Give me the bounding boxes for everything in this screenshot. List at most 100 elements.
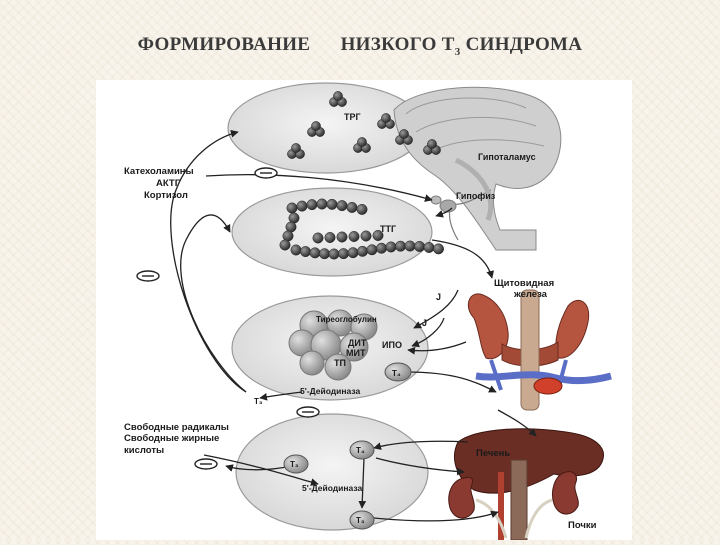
ttg-bead (286, 202, 298, 214)
hormone-badges (283, 362, 412, 530)
title-part-3: СИНДРОМА (460, 34, 583, 55)
ttg-bead (357, 245, 368, 257)
arrow-t4-to-liver (375, 457, 465, 476)
inhibition-markers (136, 167, 320, 470)
ttg-bead (316, 198, 328, 210)
label-hypophysis: Гипофиз (456, 191, 496, 201)
label-cortisol: Кортизол (144, 190, 188, 201)
label-thyroid-1: Щитовидная (494, 278, 554, 289)
label-t4-thyroid: Т₄ (392, 369, 401, 378)
diagram-figure: ТРГ Гипоталамус Гипофиз Катехоламины АКТ… (96, 80, 632, 541)
label-hypothalamus: Гипоталамус (478, 152, 536, 162)
ttg-bead (395, 240, 406, 252)
label-t3-liver-bottom: Т₃ (356, 516, 365, 525)
ttg-bead (372, 230, 384, 241)
compartment-liver (235, 413, 429, 531)
label-deiodinase-2: 5'-Дейодиназа (302, 483, 362, 493)
label-trg: ТРГ (344, 112, 361, 122)
brain-illustration (393, 86, 562, 251)
label-thyroglobulin: Тиреоглобулин (316, 315, 377, 324)
ttg-bead (356, 203, 368, 215)
arrow-t3-feedback-pituitary (180, 214, 247, 393)
trg-dot (291, 143, 301, 153)
ttg-bead (296, 200, 308, 212)
trg-dot (399, 129, 409, 139)
title-subscript: 3 (454, 45, 461, 58)
label-free-fatty-acids-2: кислоты (124, 445, 164, 456)
arrow-iodide-in (413, 289, 459, 329)
trg-dot (357, 137, 367, 147)
label-thyroid-2: железа (513, 289, 548, 300)
label-iodide-2: J (422, 318, 427, 328)
label-kidneys: Почки (568, 520, 597, 531)
kidney-illustration (448, 471, 579, 539)
thyroglobulin-cluster (288, 309, 378, 381)
label-deiodinase-1: 5'-Дейодиназа (300, 386, 360, 396)
trg-dot (381, 113, 391, 123)
title-part-2: НИЗКОГО Т (340, 34, 455, 55)
ttg-molecule-chain (279, 198, 444, 260)
trg-dot (333, 91, 343, 101)
arrow-t3-bottom-out (373, 510, 499, 522)
title-part-1: ФОРМИРОВАНИЕ (137, 34, 311, 55)
label-t4-liver: Т₄ (356, 446, 365, 455)
ttg-bead (290, 244, 302, 256)
arrow-t3-feedback-hypothalamus (170, 129, 247, 393)
ttg-bead (348, 231, 360, 242)
label-tp: ТП (334, 358, 346, 368)
connector-arrows (170, 129, 537, 522)
diagram-svg: ТРГ Гипоталамус Гипофиз Катехоламины АКТ… (124, 82, 612, 541)
compartment-hypothalamus (227, 82, 425, 174)
ttg-bead (319, 248, 330, 260)
arrow-liver-to-t4 (373, 440, 469, 450)
ttg-bead (306, 199, 318, 211)
ttg-bead (309, 247, 321, 259)
ttg-bead (346, 201, 358, 213)
thyroid-gland-illustration (467, 289, 612, 411)
page-title: ФОРМИРОВАНИЕ НИЗКОГО Т3 СИНДРОМА (0, 34, 720, 58)
label-t3-left: Т₃ (254, 397, 263, 406)
arrow-t3-to-deiodinase (259, 391, 303, 401)
trg-dot (427, 139, 437, 149)
ttg-bead (423, 242, 435, 253)
label-free-fatty-acids-1: Свободные жирные (124, 433, 219, 444)
ttg-bead (326, 198, 338, 210)
label-mit: МИТ (346, 348, 366, 358)
compartment-pituitary (231, 187, 433, 277)
trg-molecules (287, 91, 441, 159)
label-catecholamines: Катехоламины (124, 166, 194, 177)
ttg-bead (404, 240, 416, 252)
ttg-bead (336, 200, 348, 212)
ttg-bead (312, 232, 324, 244)
ttg-bead (376, 242, 387, 254)
ttg-bead (336, 231, 348, 243)
label-ipo: ИПО (382, 340, 402, 350)
ttg-bead (338, 248, 349, 260)
arrow-t4-to-t3-bottom (358, 457, 367, 509)
label-iodide-1: J (436, 292, 441, 302)
label-t3-liver-left: Т₃ (290, 460, 299, 469)
ttg-bead (347, 247, 359, 259)
ttg-bead (300, 246, 311, 258)
arrow-hypothalamus-to-pituitary (435, 207, 453, 218)
arrow-ipo (407, 341, 467, 355)
ttg-bead (414, 241, 425, 252)
arrow-t4-right-branch (497, 409, 537, 437)
arrow-free-radicals (203, 454, 319, 486)
ttg-bead (324, 232, 336, 243)
trg-dot (311, 121, 321, 131)
ttg-bead (360, 230, 372, 242)
ttg-bead (433, 243, 444, 255)
arrow-iodide-in-2 (411, 317, 445, 348)
ttg-bead (385, 241, 397, 253)
arrow-catecholamines-to-hypophysis (205, 174, 433, 202)
label-actg: АКТГ (156, 178, 181, 189)
label-liver: Печень (476, 448, 510, 459)
arrow-ttg-to-thyroid (431, 239, 494, 279)
ttg-bead (279, 239, 291, 251)
label-ttg: ТТГ (380, 224, 396, 234)
ttg-bead (366, 244, 378, 256)
label-dit: ДИТ (348, 338, 367, 348)
ttg-bead (328, 248, 340, 260)
label-free-radicals: Свободные радикалы (124, 422, 229, 433)
